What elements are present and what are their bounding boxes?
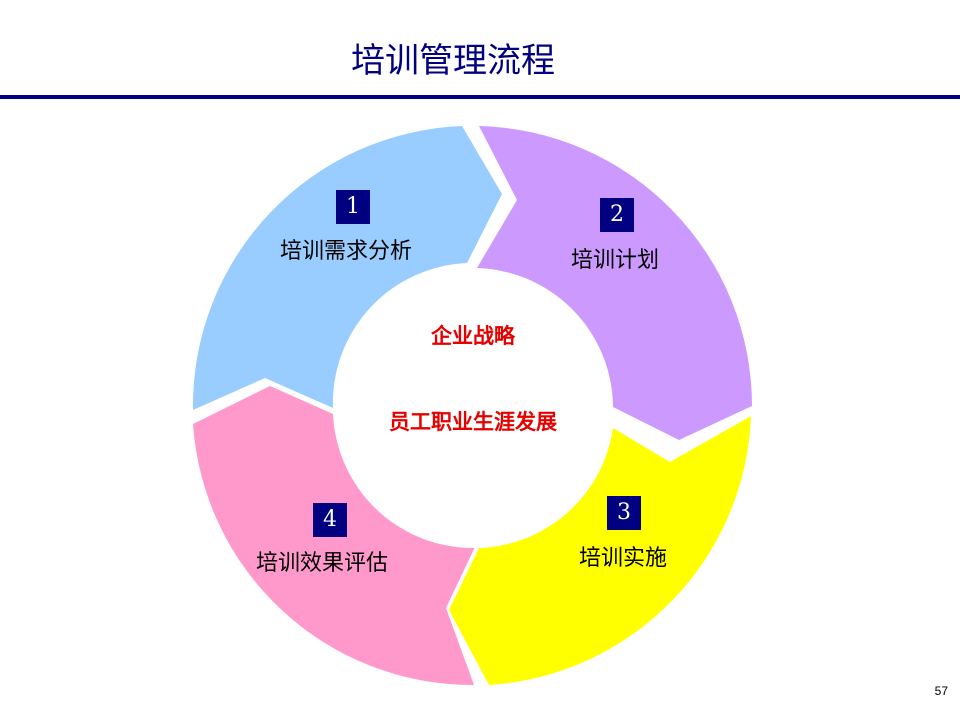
stage-2-number: 2 <box>600 198 634 232</box>
center-line-career: 员工职业生涯发展 <box>389 410 557 434</box>
center-hub <box>333 268 613 548</box>
page-number: 57 <box>934 684 948 698</box>
stage-1-arrow <box>192 126 503 410</box>
stage-1-label: 培训需求分析 <box>280 239 413 264</box>
title-underline <box>0 95 960 99</box>
stage-3-label: 培训实施 <box>579 546 668 571</box>
stage-4-number: 4 <box>313 503 347 537</box>
center-line-strategy: 企业战略 <box>431 324 515 348</box>
stage-2-arrow <box>477 126 752 440</box>
stage-3-arrow <box>449 416 751 685</box>
stage-3-number: 3 <box>607 496 641 530</box>
stage-2-label: 培训计划 <box>571 248 660 273</box>
stage-4-label: 培训效果评估 <box>256 551 389 576</box>
stage-1-number: 1 <box>336 190 370 224</box>
slide-title: 培训管理流程 <box>351 41 555 81</box>
